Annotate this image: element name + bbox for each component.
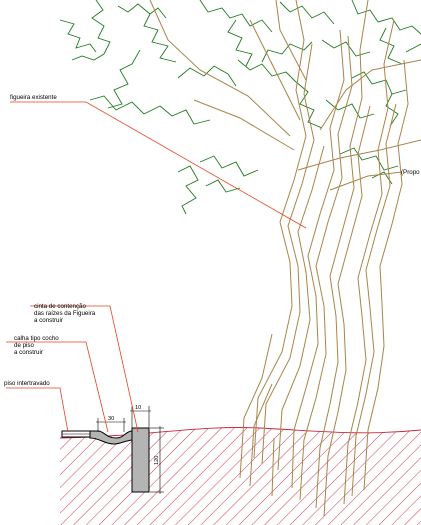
leader-lines bbox=[6, 101, 307, 433]
dim-cinta-depth: 120 bbox=[154, 456, 160, 465]
label-calha-2: de piso bbox=[14, 342, 35, 349]
gutter-detail bbox=[61, 427, 150, 493]
dim-cinta-width: 10 bbox=[135, 405, 141, 411]
dim-calha-width: 30 bbox=[108, 416, 114, 422]
label-calha-1: calha tipo cocho bbox=[14, 335, 59, 342]
leader-piso bbox=[6, 387, 69, 433]
leader-figueira bbox=[10, 101, 307, 229]
tree-trunk bbox=[149, 0, 421, 517]
leader-calha bbox=[6, 341, 109, 433]
tree-canopy bbox=[59, 0, 421, 215]
cinta-wall bbox=[131, 427, 150, 493]
label-cinta-1: cinta de contenção bbox=[34, 303, 87, 310]
label-clipped-note: (Propo bbox=[401, 169, 420, 176]
label-figueira: figueira existente bbox=[10, 94, 57, 101]
label-calha-3: a construir bbox=[14, 349, 43, 356]
label-cinta-3: a construir bbox=[34, 317, 63, 324]
label-piso: piso intertravado bbox=[4, 380, 50, 387]
leader-cinta bbox=[30, 305, 139, 433]
label-cinta-2: das raízes da Figueira bbox=[34, 310, 96, 317]
dimension-lines bbox=[96, 406, 164, 494]
